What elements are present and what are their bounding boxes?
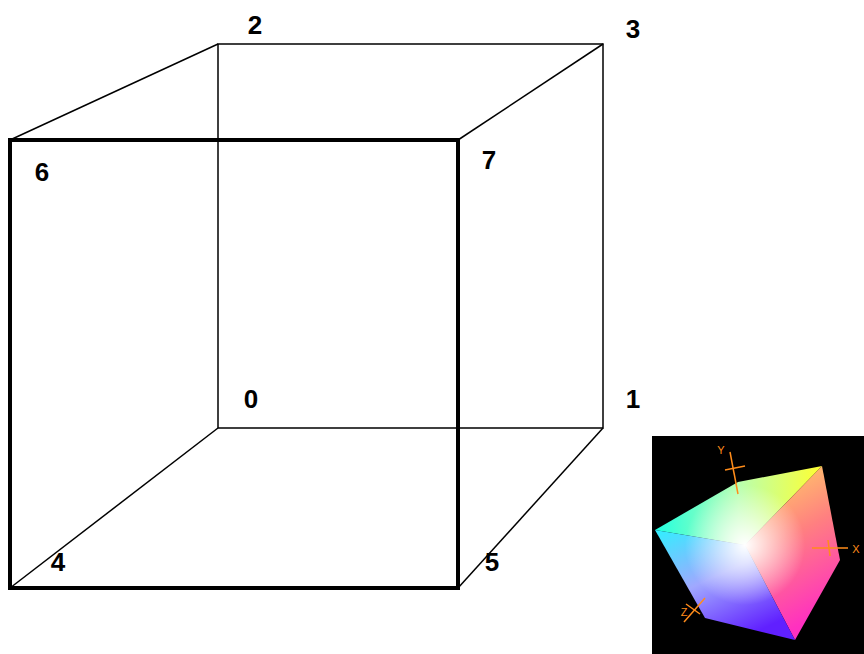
vertex-number: 3 bbox=[626, 16, 640, 42]
inset-background bbox=[652, 436, 864, 654]
vertex-number: 2 bbox=[248, 12, 262, 38]
axis-label: Z bbox=[681, 607, 688, 618]
vertex-number: 4 bbox=[51, 549, 65, 575]
front-face bbox=[10, 140, 458, 588]
vertex-number: 5 bbox=[485, 549, 499, 575]
vertex-number: 0 bbox=[244, 386, 258, 412]
axes bbox=[684, 452, 848, 622]
wire-cube bbox=[10, 44, 603, 588]
vertex-number: 1 bbox=[626, 386, 640, 412]
rgb-cube bbox=[655, 466, 840, 640]
vertex-number: 7 bbox=[482, 147, 496, 173]
axis-label: X bbox=[852, 544, 859, 555]
vertex-number: 6 bbox=[35, 159, 49, 185]
axis-label: Y bbox=[717, 445, 724, 456]
